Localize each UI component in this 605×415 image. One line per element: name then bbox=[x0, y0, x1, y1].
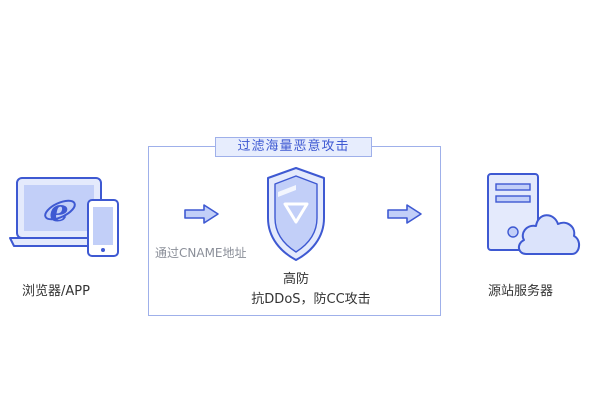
client-label: 浏览器/APP bbox=[22, 284, 90, 299]
arrow-right-icon bbox=[387, 204, 422, 224]
cname-label: 通过CNAME地址 bbox=[155, 246, 247, 260]
protection-box-title: 过滤海量恶意攻击 bbox=[215, 137, 372, 157]
shield-subtitle: 抗DDoS，防CC攻击 bbox=[251, 292, 371, 307]
cloud-icon bbox=[518, 214, 580, 255]
browser-app-icon: e bbox=[9, 177, 119, 257]
server-icon bbox=[487, 173, 580, 255]
shield-title: 高防 bbox=[282, 272, 309, 287]
svg-text:e: e bbox=[49, 194, 68, 229]
shield-icon bbox=[267, 167, 325, 261]
server-label: 源站服务器 bbox=[488, 284, 554, 299]
arrow-right-icon bbox=[184, 204, 219, 224]
